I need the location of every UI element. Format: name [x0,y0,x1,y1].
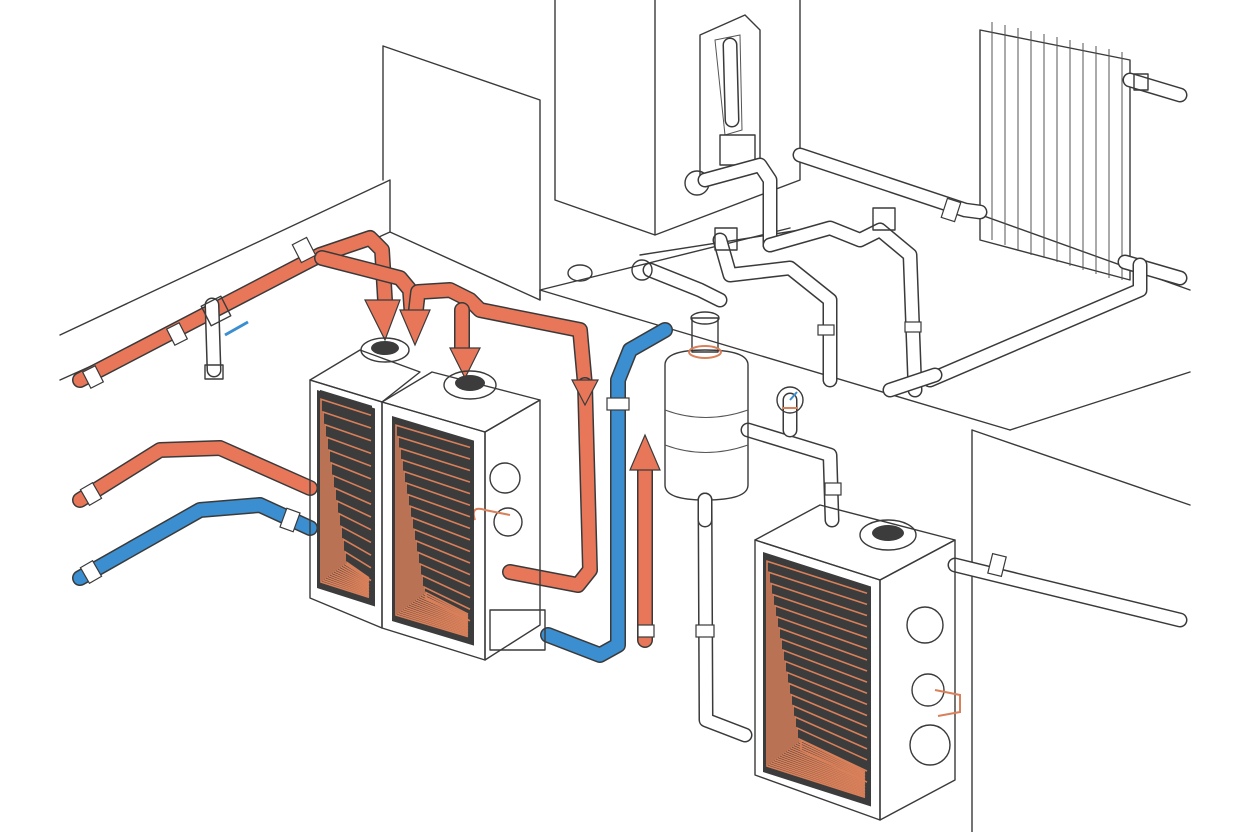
pipe-cap-icon [631,259,653,281]
pressure-gauge-icon [776,386,804,414]
valve-handle-icon [224,320,249,337]
floor-drain-icon [567,264,593,282]
coil-panel-left [317,390,375,607]
expansion-vessel [664,311,749,528]
panel-radiator [979,22,1188,286]
port-fitting-icon [906,606,944,644]
flow-arrows [364,299,661,471]
flow-arrow-down-1 [364,299,401,342]
heat-exchanger-middle [381,370,546,661]
gate-valve-icon [714,227,738,251]
coil-panel-right [763,552,871,807]
coil-panel-middle [392,416,474,646]
air-vent-icon [872,207,896,231]
sensor-fitting-icon [911,673,945,707]
hot-water-pipes [72,230,653,648]
drain-valve-icon [204,364,224,380]
port-fitting-icon [909,724,951,766]
flow-arrow-down-2 [399,309,431,347]
drain-valve [200,295,249,380]
pump-body [489,609,546,651]
pressure-gauge [776,386,804,438]
port-fitting-icon [489,462,521,494]
flow-arrow-down-4 [571,379,599,407]
vessel-valve-icon [691,317,719,353]
pipe-couplings [79,197,1007,638]
heat-exchanger-right [754,504,961,821]
inlet-port-icon [443,370,497,400]
flow-arrow-down-3 [449,347,481,380]
radiator-valve-icon [1133,73,1149,91]
inlet-port-icon [360,337,410,363]
flow-arrow-up [629,433,661,471]
inlet-port-icon [859,519,917,551]
temperature-dial-icon [493,507,523,537]
neutral-pipes [631,147,1188,743]
exchanger-coils [317,390,871,807]
wall-boiler [567,14,778,282]
